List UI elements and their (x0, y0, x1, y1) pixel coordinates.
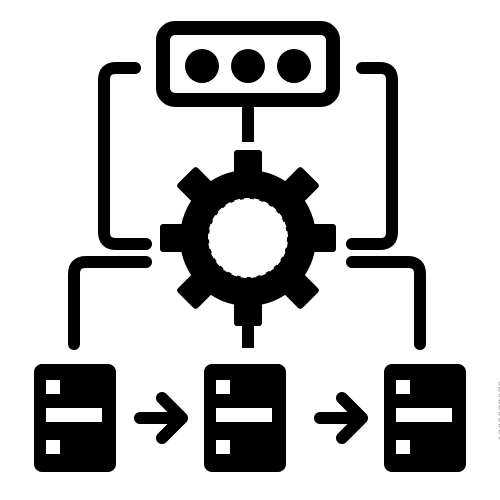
dot-3 (277, 49, 311, 83)
document-icon-3 (384, 364, 466, 472)
connector-right-lower (346, 256, 426, 350)
document-icon-1 (34, 364, 116, 472)
connector-panel-gear (242, 106, 254, 142)
connector-gear-middle (242, 320, 254, 348)
control-panel-icon (156, 21, 340, 107)
connector-left-lower (68, 256, 152, 350)
arrow-right-icon-2 (314, 392, 368, 444)
document-icon-2 (204, 364, 286, 472)
dot-2 (231, 49, 265, 83)
dot-1 (185, 49, 219, 83)
connector-right-upper (346, 62, 398, 250)
connector-left-upper (98, 62, 152, 250)
gear-icon (160, 150, 336, 326)
arrow-right-icon-1 (134, 392, 188, 444)
